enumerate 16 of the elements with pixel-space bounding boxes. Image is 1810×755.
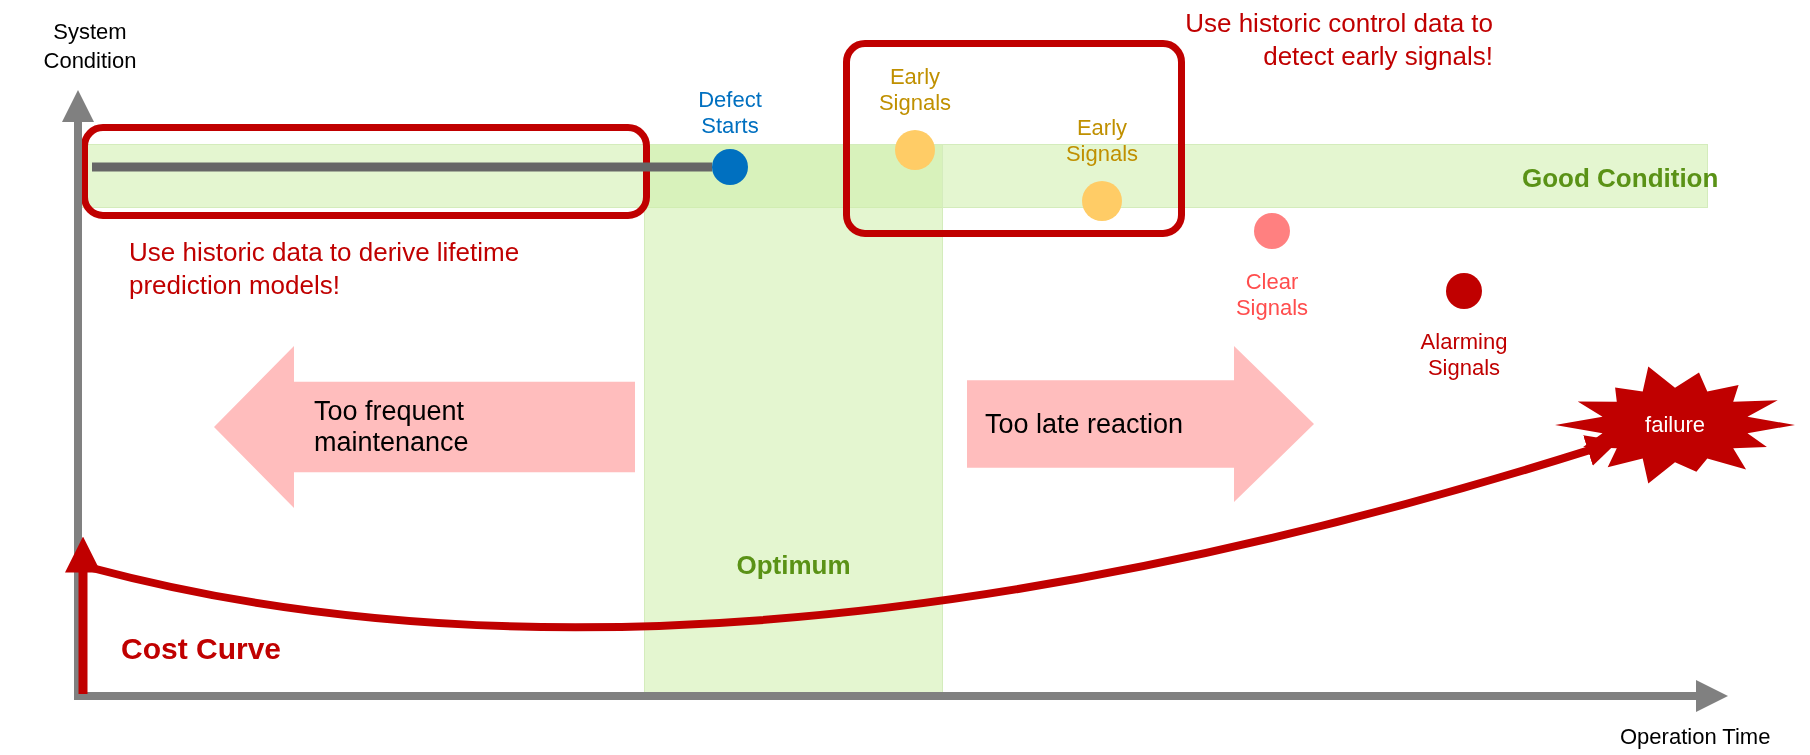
failure-label: failure (1644, 412, 1706, 438)
axis-label: Operation Time (1620, 724, 1771, 750)
signal-label: Clear Signals (1234, 269, 1310, 322)
signal-label: Early Signals (877, 64, 953, 117)
curve-label: Cost Curve (121, 632, 282, 666)
signal-label: Alarming Signals (1419, 329, 1509, 382)
signal-label: Defect Starts (697, 87, 763, 140)
band-label: Good Condition (1522, 163, 1719, 194)
band-label: Optimum (735, 550, 852, 581)
axis-label: System Condition (42, 18, 138, 75)
callout-text: Use historic control data to detect early signals! (1184, 7, 1493, 72)
callout-text: Use historic data to derive lifetime prediction models! (129, 236, 521, 301)
arrow-label: Too late reaction (985, 408, 1185, 440)
arrow-label: Too frequent maintenance (314, 396, 470, 458)
highlight-band (644, 144, 943, 693)
signal-label: Early Signals (1064, 115, 1140, 168)
